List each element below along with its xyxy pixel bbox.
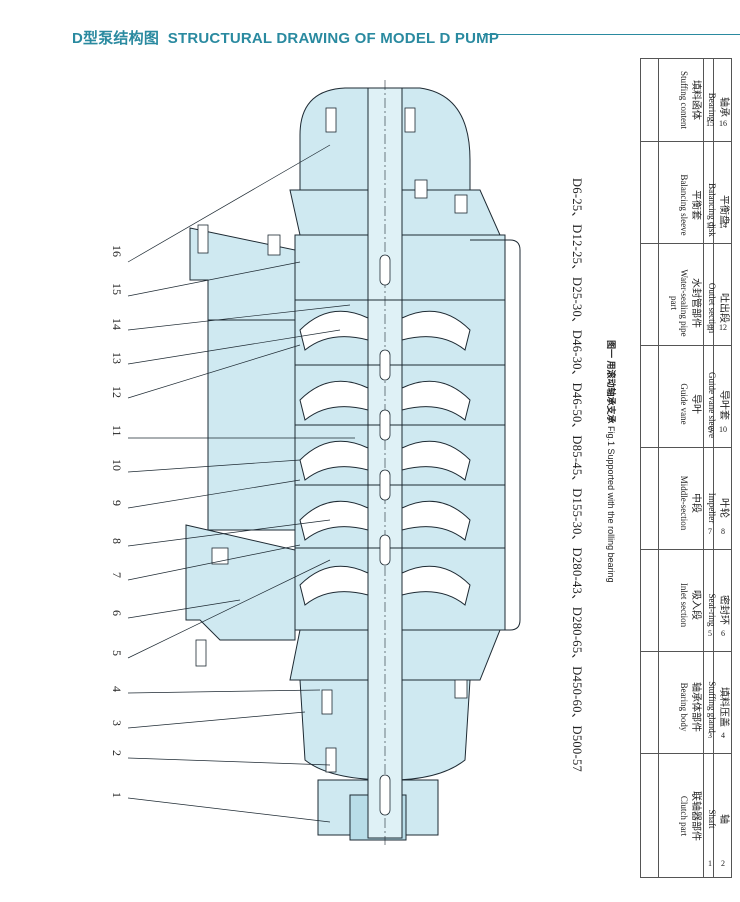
table-cell: 平衡套 Balancing sleeve xyxy=(679,165,702,245)
callout-16: 16 xyxy=(110,245,124,257)
table-cell: 轴承体部件 Bearing body xyxy=(679,667,702,747)
callout-8: 8 xyxy=(110,538,124,544)
parts-table: 填料函体 Stuffing content 轴承 Bearing 平衡套 Bal… xyxy=(640,58,732,878)
impeller xyxy=(401,440,471,481)
part-name-cn: 轴承体部件 xyxy=(690,682,701,732)
page-title: D型泵结构图 STRUCTURAL DRAWING OF MODEL D PUM… xyxy=(72,27,499,48)
model-list: D6-25、D12-25、D25-30、D46-30、D46-50、D85-45… xyxy=(570,178,584,773)
header: D型泵结构图 STRUCTURAL DRAWING OF MODEL D PUM… xyxy=(0,0,740,48)
callout-2: 2 xyxy=(110,750,124,756)
impeller xyxy=(299,565,369,606)
part-name-en: Bearing body xyxy=(679,682,690,732)
callout-14: 14 xyxy=(110,318,124,330)
part-name-en: Balancing disk xyxy=(707,183,718,237)
impeller xyxy=(299,380,369,421)
part-name-cn: 中段 xyxy=(690,493,701,513)
part-number: 4 xyxy=(721,731,725,740)
part-number: 14 xyxy=(719,221,727,230)
callout-1: 1 xyxy=(110,792,124,798)
pump-structural-drawing: 16 15 14 13 12 11 10 9 8 7 6 5 4 3 2 1 xyxy=(110,80,521,845)
callout-11: 11 xyxy=(110,425,124,437)
callout-9: 9 xyxy=(110,500,124,506)
callout-6: 6 xyxy=(110,610,124,616)
part-name-en: Water-sealing pipe part xyxy=(669,269,690,337)
impeller xyxy=(299,440,369,481)
callout-12: 12 xyxy=(110,386,124,398)
part-number: 3 xyxy=(708,731,712,740)
impeller-stages xyxy=(299,310,471,606)
part-name-en: Shaft xyxy=(707,809,718,829)
part-number: 5 xyxy=(708,629,712,638)
part-name-en: Middle-section xyxy=(679,475,690,531)
leader-lines xyxy=(127,144,355,823)
impeller xyxy=(401,565,471,606)
table-cell: 水封管部件 Water-sealing pipe part xyxy=(669,263,701,343)
part-number: 11 xyxy=(706,323,714,332)
table-cell: 平衡盘 Balancing disk xyxy=(707,175,730,245)
callout-3: 3 xyxy=(110,720,124,726)
part-number: 15 xyxy=(706,119,714,128)
table-cell: 吸入段 Inlet section xyxy=(679,565,702,645)
part-name-cn: 导叶 xyxy=(690,394,701,414)
title-cn: D型泵结构图 xyxy=(72,30,160,47)
table-cell: 填料函体 Stuffing content xyxy=(679,67,702,133)
part-name-en: Outlet section xyxy=(707,282,718,334)
part-name-en: Stuffing content xyxy=(679,70,690,130)
part-name-cn: 联轴器部件 xyxy=(690,791,701,841)
part-number: 6 xyxy=(721,629,725,638)
impeller xyxy=(401,380,471,421)
figure-caption: 图一 用滚动轴承支承 Fig.1 Supported with the roll… xyxy=(605,340,618,583)
inlet-nozzle xyxy=(185,524,296,641)
callout-4: 4 xyxy=(110,686,124,692)
water-sealing-pipe xyxy=(470,239,521,631)
figure-caption-en: Fig.1 Supported with the rolling bearing xyxy=(606,426,616,583)
callout-7: 7 xyxy=(110,572,124,578)
callout-5: 5 xyxy=(110,650,124,656)
part-name-cn: 吐出段 xyxy=(718,293,729,323)
table-cell: 吐出段 Outlet section xyxy=(707,273,730,343)
table-cell: 中段 Middle-section xyxy=(679,463,702,543)
table-cell: 轴 Shaft xyxy=(707,799,730,839)
part-name-en: Balancing sleeve xyxy=(679,174,690,236)
part-name-cn: 水封管部件 xyxy=(690,278,701,328)
part-number: 13 xyxy=(706,221,714,230)
callout-labels: 16 15 14 13 12 11 10 9 8 7 6 5 4 3 2 1 xyxy=(110,245,124,798)
part-number: 12 xyxy=(719,323,727,332)
part-number: 7 xyxy=(708,527,712,536)
outlet-pipe xyxy=(207,319,296,531)
part-number: 2 xyxy=(721,859,725,868)
part-name-cn: 填料函体 xyxy=(690,80,701,120)
table-cell: 联轴器部件 Clutch part xyxy=(679,771,702,861)
header-rule xyxy=(483,34,740,35)
part-number: 10 xyxy=(719,425,727,434)
figure-caption-cn: 图一 用滚动轴承支承 xyxy=(606,340,616,424)
part-name-cn: 平衡盘 xyxy=(718,195,729,225)
part-number: 9 xyxy=(708,425,712,434)
part-name-en: Inlet section xyxy=(679,582,690,628)
impeller xyxy=(401,310,471,351)
part-name-cn: 平衡套 xyxy=(690,190,701,220)
bolts xyxy=(195,107,468,773)
callout-15: 15 xyxy=(110,283,124,295)
key-slots xyxy=(379,254,391,816)
table-cell: 导叶 Guide vane xyxy=(679,369,702,439)
callout-10: 10 xyxy=(110,459,124,471)
shaft xyxy=(367,80,403,845)
part-number: 1 xyxy=(708,859,712,868)
part-number: 16 xyxy=(719,119,727,128)
part-name-cn: 轴 xyxy=(718,814,729,824)
impeller xyxy=(299,500,369,541)
part-number: 8 xyxy=(721,527,725,536)
title-en: STRUCTURAL DRAWING OF MODEL D PUMP xyxy=(167,30,500,47)
part-name-cn: 吸入段 xyxy=(690,590,701,620)
impeller xyxy=(401,500,471,541)
part-name-en: Guide vane xyxy=(679,383,690,425)
callout-13: 13 xyxy=(110,352,124,364)
stage-dividers xyxy=(295,299,505,549)
part-name-en: Clutch part xyxy=(679,795,690,837)
